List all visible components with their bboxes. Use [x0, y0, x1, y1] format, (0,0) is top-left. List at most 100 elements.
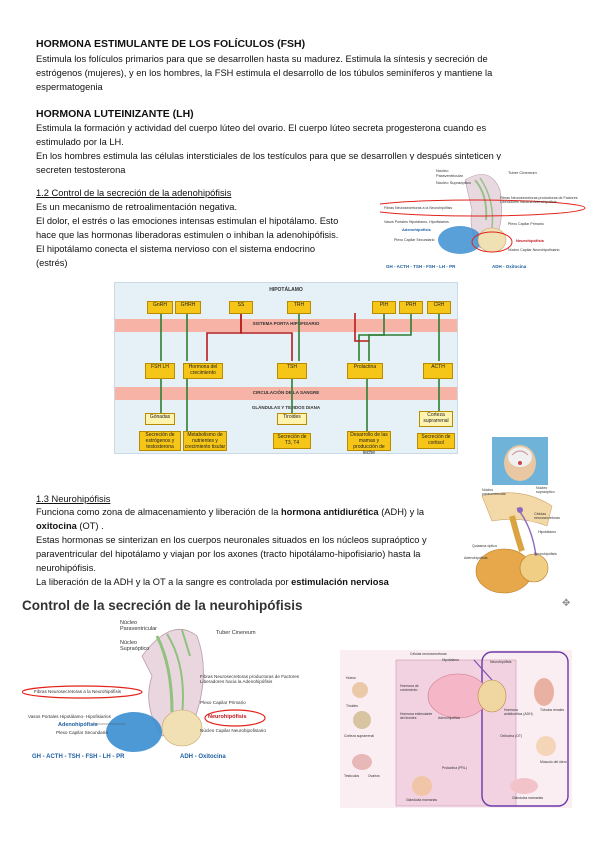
pituitary-illustration-large — [21, 628, 266, 752]
to-label-7: Músculo del útero — [540, 760, 567, 764]
releaser-trh: TRH — [287, 301, 311, 314]
head-thumbnail — [492, 437, 548, 485]
neuro-line: paraventricular del hipotálamo y viajan … — [36, 549, 421, 559]
nd-label-neuro: Neurohipófisis — [534, 552, 557, 556]
flow-connectors — [160, 313, 440, 433]
to-label-10: Hormona de crecimiento — [400, 684, 419, 692]
fsh-line: espermatogenia — [36, 82, 103, 92]
to-label-12: Corteza suprarrenal — [344, 734, 374, 738]
releaser-crh: CRH — [427, 301, 451, 314]
hormone-tsh: TSH — [277, 363, 307, 379]
portal-band — [115, 319, 457, 332]
label-supraoptico: Núcleo Supraóptico — [436, 180, 471, 185]
pituitary-diagram-large: Núcleo Paraventricular Núcleo Supraóptic… — [21, 616, 302, 768]
blood-band — [115, 387, 457, 400]
target-organs-illustration — [352, 651, 569, 807]
to-label-17: Glándulas mamarias — [406, 798, 438, 802]
lh-line: secreten testosterona — [36, 165, 126, 175]
neuro-line: Funciona como zona de almacenamiento y l… — [36, 507, 425, 517]
releaser-pih: PIH — [372, 301, 396, 314]
neurohipofisis-diagram: Núcleo paraventricular Núcleo supraóptic… — [462, 486, 562, 596]
to-label-15: Ovarios — [368, 774, 380, 778]
to-label-1: Hipotálamo — [442, 658, 460, 662]
lp-label-neuro: Neurohipófisis — [208, 714, 247, 720]
neuro-illustration — [475, 492, 553, 594]
neuro-control-title: Control de la secreción de la neurohipóf… — [22, 598, 303, 613]
releaser-ss: SS — [229, 301, 253, 314]
neuro-line: oxitocina (OT) . — [36, 521, 104, 531]
hormone-acth: ACTH — [423, 363, 453, 379]
to-label-3: Adenohipófisis — [438, 716, 461, 720]
lh-line: Estimula la formación y actividad del cu… — [36, 123, 487, 133]
neuro-line: La liberación de la ADH y la OT a la san… — [36, 577, 389, 587]
lp-label-fibras-liberadores: Fibras Neurosecretoras productoras de Fa… — [200, 674, 300, 684]
flow-portal-label: SISTEMA PORTA HIPOFISARIO — [252, 321, 320, 326]
label-neurohipofisis: Neurohipófisis — [516, 238, 545, 243]
lh-paragraph: Estimula la formación y actividad del cu… — [36, 121, 581, 177]
lp-label-tuber: Tuber Cinereum — [216, 630, 256, 636]
lh-heading: HORMONA LUTEINIZANTE (LH) — [36, 108, 194, 120]
flow-blood-label: CIRCULACIÓN DE LA SANGRE — [252, 390, 320, 395]
lh-line: estimulado por la LH. — [36, 137, 124, 147]
gland-tiroides: Tiroides — [277, 413, 307, 425]
move-icon: ✥ — [562, 598, 571, 609]
effect-estrogenos: Secreción de estrógenos y testosterona — [139, 431, 181, 451]
nd-label-supraoptico: Núcleo supraóptico — [536, 486, 555, 494]
to-label-2: Neurohipófisis — [490, 660, 512, 664]
adeno-heading: 1.2 Control de la secreción de la adenoh… — [36, 188, 232, 198]
releaser-gnrh: GnRH — [147, 301, 173, 314]
head-brain-icon — [504, 445, 536, 481]
neuro-line: Estas hormonas se sinterizan en los cuer… — [36, 535, 427, 545]
fsh-paragraph: Estimula los folículos primarios para qu… — [36, 52, 576, 94]
lp-label-supraoptico: Núcleo Supraóptico — [120, 640, 150, 652]
to-label-5: Oxitocina (OT) — [500, 734, 523, 738]
to-label-11: Hormona estimulante del tiroides — [400, 712, 433, 720]
nd-label-adeno: Adenohipófisis — [464, 556, 488, 560]
fsh-line: Estimula los folículos primarios para qu… — [36, 54, 488, 64]
lp-label-plexo-primario: Plexo Capilar Primario — [200, 700, 246, 705]
hormone-prolactina: Prolactina — [347, 363, 383, 379]
pituitary-diagram-small: Núcleo Paraventricular Núcleo Supraóptic… — [364, 160, 590, 272]
lp-label-paraventricular: Núcleo Paraventricular — [120, 620, 157, 632]
nd-label-paraventricular: Núcleo paraventricular — [482, 488, 506, 496]
to-label-4: Hormona antidiurética (ADH) — [504, 708, 533, 716]
to-label-0: Células neurosecretoras — [410, 652, 447, 656]
label-adenohipofisis: Adenohipófisis — [402, 227, 431, 232]
adeno-line: El hipotálamo conecta el sistema nervios… — [36, 244, 316, 254]
fsh-heading: HORMONA ESTIMULANTE DE LOS FOLÍCULOS (FS… — [36, 38, 306, 50]
adeno-line: Es un mecanismo de retroalimentación neg… — [36, 202, 238, 212]
label-adeno-hormones: GH - ACTH - TSH - FSH - LH - PR — [386, 264, 456, 269]
nd-label-celulas: Células neurosecretoras — [534, 512, 560, 520]
effect-t3t4: Secreción de T3, T4 — [273, 433, 311, 449]
nd-label-quiasma: Quiasma óptico — [472, 544, 497, 548]
adeno-line: hace que las hormonas liberadoras estimu… — [36, 230, 339, 240]
to-label-8: Glándulas mamarias — [512, 796, 544, 800]
effect-mamas: Desarrollo de las mamas y producción de … — [347, 431, 391, 456]
to-label-16: Hueso — [346, 676, 356, 680]
effect-cortisol: Secreción de cortisol — [417, 433, 455, 449]
label-vasos-portales: Vasos Portales Hipotálamo- Hipofisiarios — [384, 220, 449, 224]
to-label-14: Testículos — [344, 774, 360, 778]
flow-tissue-label: GLÁNDULAS Y TEJIDOS DIANA — [251, 405, 321, 410]
adeno-paragraph: Es un mecanismo de retroalimentación neg… — [36, 200, 376, 270]
lp-label-fibras-neuro: Fibras Neurosecretoras a la Neurohipófis… — [34, 689, 122, 694]
pituitary-illustration — [364, 160, 590, 272]
gland-corteza: Corteza suprarrenal — [419, 411, 453, 427]
label-nucleo-capilar: Núcleo Capilar Neurohipofisiario — [508, 248, 560, 252]
lp-label-vasos: Vasos Portales Hipotálamo- Hipofisiarios — [28, 714, 111, 719]
label-tuber: Tuber Cinereum — [508, 170, 537, 175]
neuro-line: neurohipófisis. — [36, 563, 96, 573]
neuro-paragraph: Funciona como zona de almacenamiento y l… — [36, 505, 466, 589]
neuro-heading: 1.3 Neurohipófisis — [36, 494, 111, 504]
adeno-line: (estrés) — [36, 258, 68, 268]
label-fibras-liberadores: Fibras Neurosecretoras productoras de Fa… — [500, 196, 578, 204]
hormone-crecimiento: Hormona del crecimiento — [183, 363, 223, 379]
releaser-prh: PRH — [399, 301, 423, 314]
lp-label-plexo-secundario: Plexo Capilar Secundario — [56, 730, 108, 735]
gland-gonadas: Gónadas — [145, 413, 175, 425]
lp-label-adeno: Adenohipófisis — [58, 722, 98, 728]
to-label-9: Prolactina (PRL) — [442, 766, 467, 770]
label-plexo-primario: Plexo Capilar Primario — [508, 222, 544, 226]
hormone-flow-diagram: HIPOTÁLAMO SISTEMA PORTA HIPOFISARIO CIR… — [114, 282, 458, 456]
label-neuro-hormones: ADH - Oxitocina — [492, 264, 527, 269]
